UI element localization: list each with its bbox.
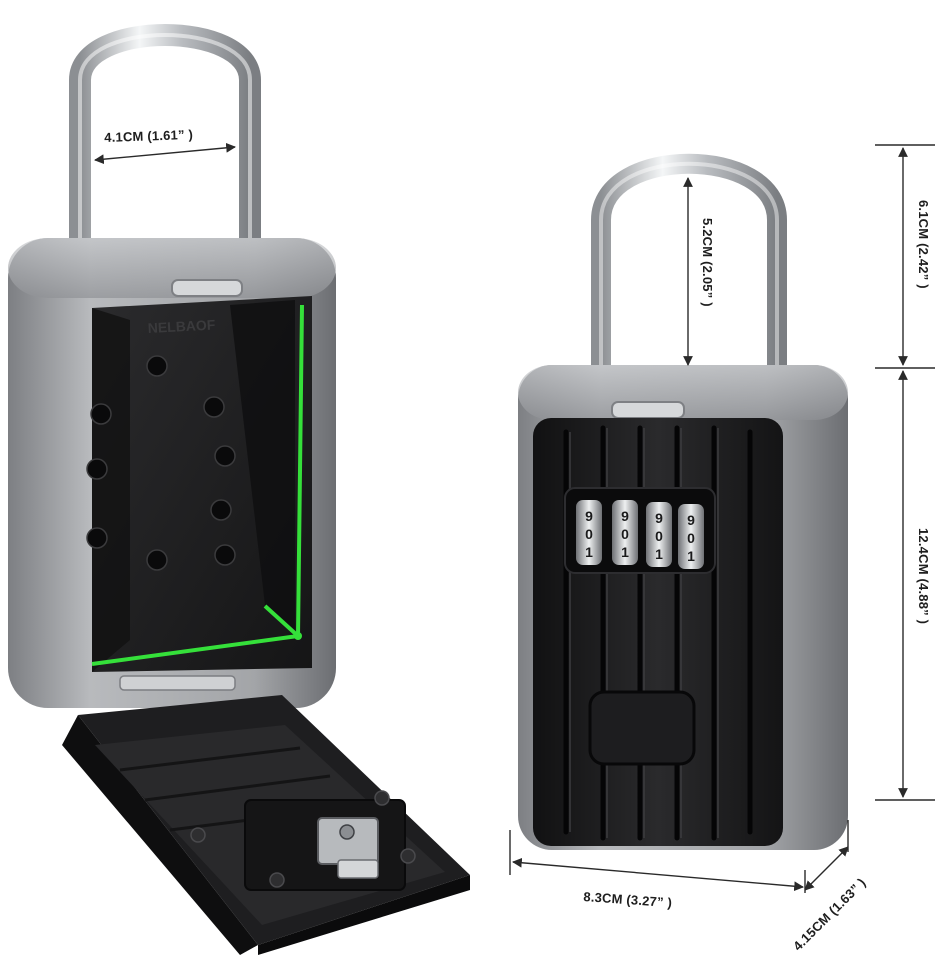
svg-text:0: 0 [621,526,629,542]
open-button[interactable] [588,690,696,766]
svg-text:0: 0 [585,526,593,542]
dial-2[interactable] [612,500,638,565]
svg-text:1: 1 [655,546,663,562]
label-body-height: 12.4CM (4.88” ) [916,528,931,625]
svg-text:1: 1 [687,548,695,564]
dial-3[interactable] [646,502,672,567]
dimension-lines [94,142,935,893]
closed-lockbox: 9 0 1 9 0 1 9 0 1 9 0 1 [518,153,848,850]
combination-window [564,487,716,574]
dial-1[interactable] [576,500,602,565]
svg-text:9: 9 [585,508,593,524]
svg-text:0: 0 [655,528,663,544]
right-shackle [591,153,787,372]
open-lockbox: NELBAOF [8,24,470,955]
svg-text:9: 9 [621,508,629,524]
svg-text:9: 9 [687,512,695,528]
dial-4[interactable] [678,504,704,569]
label-shackle-inner-height: 5.2CM (2.05” ) [700,218,715,307]
label-shackle-total-height: 6.1CM (2.42” ) [916,200,931,289]
combination-dials[interactable] [576,500,704,569]
lid-label: NELBAOF [147,316,216,336]
svg-text:0: 0 [687,530,695,546]
svg-text:9: 9 [655,510,663,526]
svg-text:1: 1 [621,544,629,560]
svg-text:1: 1 [585,544,593,560]
label-shackle-width: 4.1CM (1.61” ) [104,126,194,145]
